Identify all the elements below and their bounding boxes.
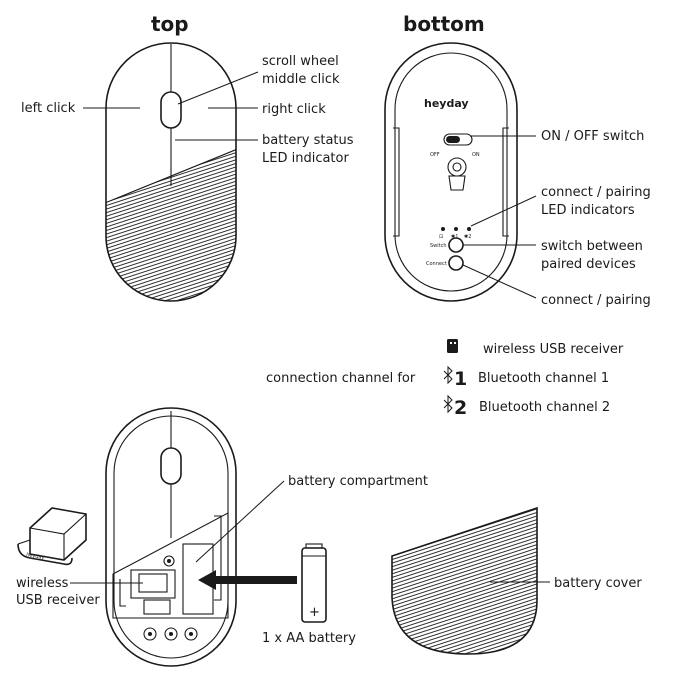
label-paired-devices: paired devices [541,257,636,272]
connect-marking: Connect [426,261,447,267]
scroll-wheel [160,91,182,129]
label-led-indicator: LED indicator [262,151,349,166]
label-receiver-1: wireless [16,576,69,591]
svg-text:heyday: heyday [26,552,45,561]
mouse-open-view [105,407,237,667]
label-middle-click: middle click [262,72,340,87]
label-onoff-switch: ON / OFF switch [541,129,644,144]
legend-bt1-label: Bluetooth channel 1 [478,371,609,386]
label-pairing-led-1: connect / pairing [541,185,651,200]
compartment-edge [112,512,229,619]
connect-button [448,255,464,271]
label-battery-cover: battery cover [554,576,642,591]
bluetooth-icon [443,394,453,414]
textured-grip-area [106,148,236,301]
onoff-switch-slot [443,133,473,146]
insert-arrow-icon [198,570,297,590]
led-bt2 [467,227,471,231]
on-marking: ON [472,152,480,158]
battery-cover [391,506,538,655]
usb-receiver-icon [447,339,458,353]
label-battery-compartment: battery compartment [288,474,428,489]
legend-bt2-label: Bluetooth channel 2 [479,400,610,415]
legend-title: connection channel for [266,371,416,386]
switch-marking: Switch [430,243,447,249]
label-battery-status: battery status [262,133,354,148]
svg-text:✱1: ✱1 [451,234,458,240]
usb-receiver-dongle: heyday [17,507,87,566]
label-connect-pairing: connect / pairing [541,293,651,308]
svg-text:⊡: ⊡ [439,234,443,240]
switch-button [448,237,464,253]
label-receiver-2: USB receiver [16,593,100,608]
optical-sensor [447,157,467,177]
receiver-slot [130,569,176,599]
aa-battery: + [301,543,327,623]
bottom-view-heading: bottom [403,12,485,36]
top-view-heading: top [151,12,189,36]
svg-text:+: + [309,605,320,620]
onoff-switch-knob [446,136,460,143]
mouse-bottom-view: heyday OFF ON ⊡ ✱1 ✱2 Switch Connect [384,42,518,302]
bluetooth-icon [443,365,453,385]
led-usb [441,227,445,231]
mouse-top-view [105,42,237,302]
label-right-click: right click [262,102,326,117]
channel-legend: wireless USB receiver connection channel… [266,339,624,419]
svg-text:✱2: ✱2 [464,234,471,240]
legend-usb-label: wireless USB receiver [483,342,624,357]
led-bt1 [454,227,458,231]
legend-bt1-glyph: 1 [454,368,467,390]
scroll-wheel [160,447,182,485]
legend-bt2-glyph: 2 [454,397,467,419]
label-left-click: left click [21,101,76,116]
label-aa-battery: 1 x AA battery [262,631,356,646]
off-marking: OFF [430,152,440,158]
label-pairing-led-2: LED indicators [541,203,635,218]
brand-logo: heyday [424,97,469,110]
label-scroll-wheel: scroll wheel [262,54,339,69]
label-switch-between: switch between [541,239,643,254]
